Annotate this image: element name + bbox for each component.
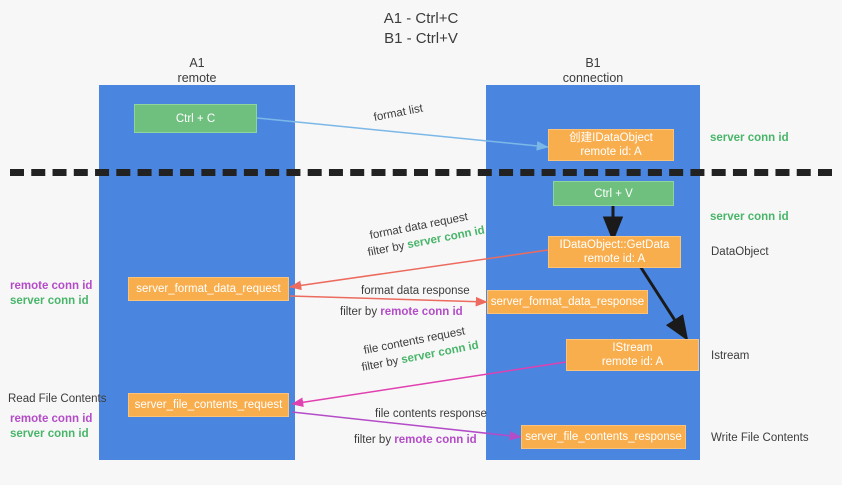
box-ctrl-c-label: Ctrl + C: [175, 112, 216, 125]
left-label-server-conn-id-1-text: server conn id: [10, 295, 89, 307]
right-label-server-conn-id-mid: server conn id: [710, 210, 789, 225]
box-istream[interactable]: IStream remote id: A: [566, 339, 699, 371]
label-fcresp-prefix: filter by: [354, 434, 395, 446]
box-idataobject-getdata[interactable]: IDataObject::GetData remote id: A: [548, 236, 681, 268]
label-format-data-response-top: format data response: [361, 285, 470, 297]
box-create-idataobject-line2: remote id: A: [580, 146, 642, 158]
lane-b1-name: B1: [585, 56, 601, 70]
label-file-contents-response: file contents response: [375, 407, 487, 422]
label-format-list: format list: [373, 102, 425, 126]
right-label-write-file-contents: Write File Contents: [711, 431, 809, 446]
label-format-data-response-filter: filter by remote conn id: [340, 305, 463, 320]
box-create-idataobject-line1: 创建IDataObject: [569, 132, 653, 144]
box-server-format-data-request-label: server_format_data_request: [136, 283, 281, 295]
label-fdresp-key: remote conn id: [380, 306, 463, 318]
title-line-1: A1 - Ctrl+C: [383, 10, 459, 27]
box-create-idataobject[interactable]: 创建IDataObject remote id: A: [548, 129, 674, 161]
box-server-format-data-request[interactable]: server_format_data_request: [128, 277, 289, 301]
label-fdresp-prefix: filter by: [340, 306, 381, 318]
phase-divider: [10, 169, 832, 176]
left-label-remote-conn-id-1: remote conn id: [10, 279, 92, 294]
label-fcresp-key: remote conn id: [394, 434, 477, 446]
lane-header-b1: B1 connection: [486, 56, 700, 86]
box-server-format-data-response[interactable]: server_format_data_response: [487, 290, 648, 314]
box-istream-line2: remote id: A: [601, 356, 664, 368]
left-label-remote-conn-id-1-text: remote conn id: [10, 280, 93, 292]
lane-a1-name: A1: [189, 56, 205, 70]
left-label-remote-conn-id-2-text: remote conn id: [10, 413, 93, 425]
lane-a1-role: remote: [177, 71, 217, 85]
left-label-remote-conn-id-2: remote conn id: [10, 412, 92, 427]
lane-b1-role: connection: [562, 71, 624, 85]
label-format-data-response: format data response: [361, 284, 470, 299]
right-label-write-file-contents-text: Write File Contents: [711, 432, 809, 444]
right-label-server-conn-id-top: server conn id: [710, 131, 789, 146]
left-label-server-conn-id-2-text: server conn id: [10, 428, 89, 440]
left-label-server-conn-id-1: server conn id: [10, 294, 89, 309]
diagram-title: A1 - Ctrl+C B1 - Ctrl+V: [0, 9, 842, 49]
box-server-file-contents-request[interactable]: server_file_contents_request: [128, 393, 289, 417]
right-label-server-conn-id-mid-text: server conn id: [710, 211, 789, 223]
box-istream-line1: IStream: [612, 342, 653, 354]
title-line-2: B1 - Ctrl+V: [384, 30, 458, 47]
right-label-server-conn-id-top-text: server conn id: [710, 132, 789, 144]
box-getdata-line2: remote id: A: [583, 253, 646, 265]
box-ctrl-v[interactable]: Ctrl + V: [553, 181, 674, 206]
label-file-contents-response-top: file contents response: [375, 408, 487, 420]
box-server-format-data-response-label: server_format_data_response: [490, 296, 645, 308]
box-ctrl-c[interactable]: Ctrl + C: [134, 104, 257, 133]
box-ctrl-v-label: Ctrl + V: [594, 187, 633, 200]
box-getdata-line1: IDataObject::GetData: [559, 239, 670, 251]
right-label-istream: Istream: [711, 349, 749, 364]
right-label-dataobject-text: DataObject: [711, 246, 769, 258]
box-server-file-contents-request-label: server_file_contents_request: [134, 399, 283, 411]
label-file-contents-response-filter: filter by remote conn id: [354, 433, 477, 448]
right-label-istream-text: Istream: [711, 350, 750, 362]
left-label-read-file-contents-text: Read File Contents: [8, 393, 107, 405]
left-label-server-conn-id-2: server conn id: [10, 427, 89, 442]
lane-header-a1: A1 remote: [99, 56, 295, 86]
left-label-read-file-contents: Read File Contents: [8, 392, 106, 407]
box-server-file-contents-response[interactable]: server_file_contents_response: [521, 425, 686, 449]
right-label-dataobject: DataObject: [711, 245, 769, 260]
box-server-file-contents-response-label: server_file_contents_response: [525, 431, 682, 443]
label-format-list-text: format list: [372, 102, 424, 124]
